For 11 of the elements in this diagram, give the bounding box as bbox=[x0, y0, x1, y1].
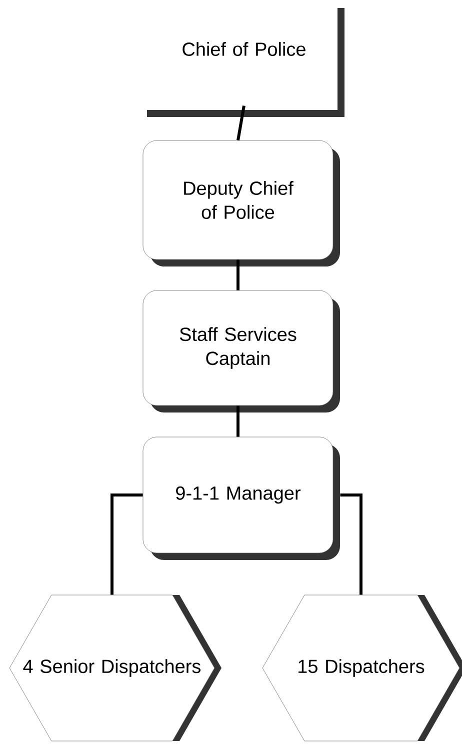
org-box: Chief of Police bbox=[147, 8, 344, 117]
connector-line bbox=[236, 260, 240, 290]
connector-line bbox=[236, 105, 246, 141]
hexagon-box: 15 Dispatchers bbox=[262, 594, 462, 742]
org-box: Deputy Chief of Police bbox=[142, 140, 340, 266]
org-box: 9-1-1 Manager bbox=[142, 436, 340, 560]
org-box: Staff Services Captain bbox=[142, 290, 340, 412]
connector-line bbox=[340, 494, 362, 595]
connector-line bbox=[110, 494, 143, 595]
connector-line bbox=[236, 406, 240, 437]
hexagon-box: 4 Senior Dispatchers bbox=[9, 594, 222, 742]
